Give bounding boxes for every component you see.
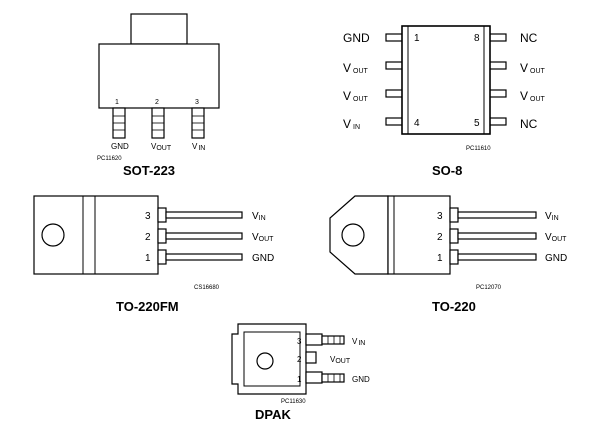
to220-lead-3 xyxy=(457,211,537,219)
so8-pin-1-number: 1 xyxy=(414,33,420,44)
dpak-lead-1-shoulder xyxy=(305,371,323,384)
sot223-pin-3-number: 3 xyxy=(195,99,199,106)
sot223-title: SOT-223 xyxy=(123,163,175,178)
sot223-vout-label: VOUT xyxy=(151,142,172,152)
dpak-package: 3 2 1 VIN VOUT GND PC11630 DPAK xyxy=(231,323,370,422)
so8-pin-8-number: 8 xyxy=(474,33,480,44)
to220-lead-3-shoulder xyxy=(449,207,459,223)
sot223-pin-3-lead xyxy=(191,107,205,139)
sot223-code: PC11620 xyxy=(97,156,122,162)
to220-mounting-hole xyxy=(341,223,365,247)
to220-package: 3 2 1 VIN VOUT GND PC12070 TO-220 xyxy=(329,195,567,314)
to220-lead-1 xyxy=(457,253,537,261)
to220fm-gnd-label: GND xyxy=(252,253,274,264)
to220-pin-3-number: 3 xyxy=(437,211,443,222)
to220fm-vin-label: VIN xyxy=(252,211,266,222)
dpak-pin-3-number: 3 xyxy=(297,337,302,346)
so8-body xyxy=(401,25,491,135)
to220-vin-label: VIN xyxy=(545,211,559,222)
sot223-pin-2-lead xyxy=(151,107,165,139)
sot223-pin-1-number: 1 xyxy=(115,99,119,106)
to220fm-lead-1 xyxy=(165,253,243,261)
sot223-body xyxy=(98,43,220,109)
sot223-package: 1 2 3 GND VOUT VIN PC11620 SOT-223 xyxy=(97,13,220,178)
dpak-vout-label: VOUT xyxy=(330,355,351,365)
to220-title: TO-220 xyxy=(432,299,476,314)
to220fm-pin-2-number: 2 xyxy=(145,232,151,243)
to220fm-mounting-hole xyxy=(41,223,65,247)
to220-gnd-label: GND xyxy=(545,253,567,264)
so8-pin-5-number: 5 xyxy=(474,118,480,129)
dpak-lead-3 xyxy=(321,335,345,345)
to220fm-lead-2 xyxy=(165,232,243,240)
to220fm-lead-3 xyxy=(165,211,243,219)
sot223-tab xyxy=(130,13,188,45)
to220fm-code: CS16680 xyxy=(194,285,220,291)
to220-lead-1-shoulder xyxy=(449,249,459,265)
so8-left-label-1: GND xyxy=(343,31,370,45)
dpak-lead-2-shoulder xyxy=(305,351,317,364)
to220fm-body xyxy=(33,195,159,275)
dpak-lead-3-shoulder xyxy=(305,333,323,346)
to220-code: PC12070 xyxy=(476,285,502,291)
to220fm-lead-3-shoulder xyxy=(157,207,167,223)
so8-pin-4-number: 4 xyxy=(414,118,420,129)
sot223-pin-2-number: 2 xyxy=(155,99,159,106)
dpak-title: DPAK xyxy=(255,407,291,422)
to220-pin-2-number: 2 xyxy=(437,232,443,243)
dpak-pin-2-number: 2 xyxy=(297,355,302,364)
to220fm-pin-1-number: 1 xyxy=(145,253,151,264)
so8-right-label-5: NC xyxy=(520,117,538,131)
sot223-gnd-label: GND xyxy=(111,142,129,151)
to220fm-vout-label: VOUT xyxy=(252,232,274,243)
so8-code: PC11610 xyxy=(466,146,491,152)
to220fm-package: 3 2 1 VIN VOUT GND CS16680 TO-220FM xyxy=(33,195,274,314)
to220-lead-2 xyxy=(457,232,537,240)
to220-lead-2-shoulder xyxy=(449,228,459,244)
dpak-vin-label: VIN xyxy=(352,337,365,347)
to220-pin-1-number: 1 xyxy=(437,253,443,264)
to220fm-title: TO-220FM xyxy=(116,299,179,314)
dpak-lead-1 xyxy=(321,373,345,383)
to220-body xyxy=(387,195,451,275)
dpak-pin-1-number: 1 xyxy=(297,375,302,384)
dpak-mounting-hole xyxy=(256,352,274,370)
to220fm-lead-2-shoulder xyxy=(157,228,167,244)
dpak-inner-outline xyxy=(243,331,301,387)
to220-vout-label: VOUT xyxy=(545,232,567,243)
dpak-gnd-label: GND xyxy=(352,375,370,384)
to220fm-lead-1-shoulder xyxy=(157,249,167,265)
so8-right-label-8: NC xyxy=(520,31,538,45)
sot223-pin-1-lead xyxy=(112,107,126,139)
to220fm-pin-3-number: 3 xyxy=(145,211,151,222)
so8-title: SO-8 xyxy=(432,163,462,178)
sot223-vin-label: VIN xyxy=(192,142,205,152)
dpak-code: PC11630 xyxy=(281,399,306,405)
